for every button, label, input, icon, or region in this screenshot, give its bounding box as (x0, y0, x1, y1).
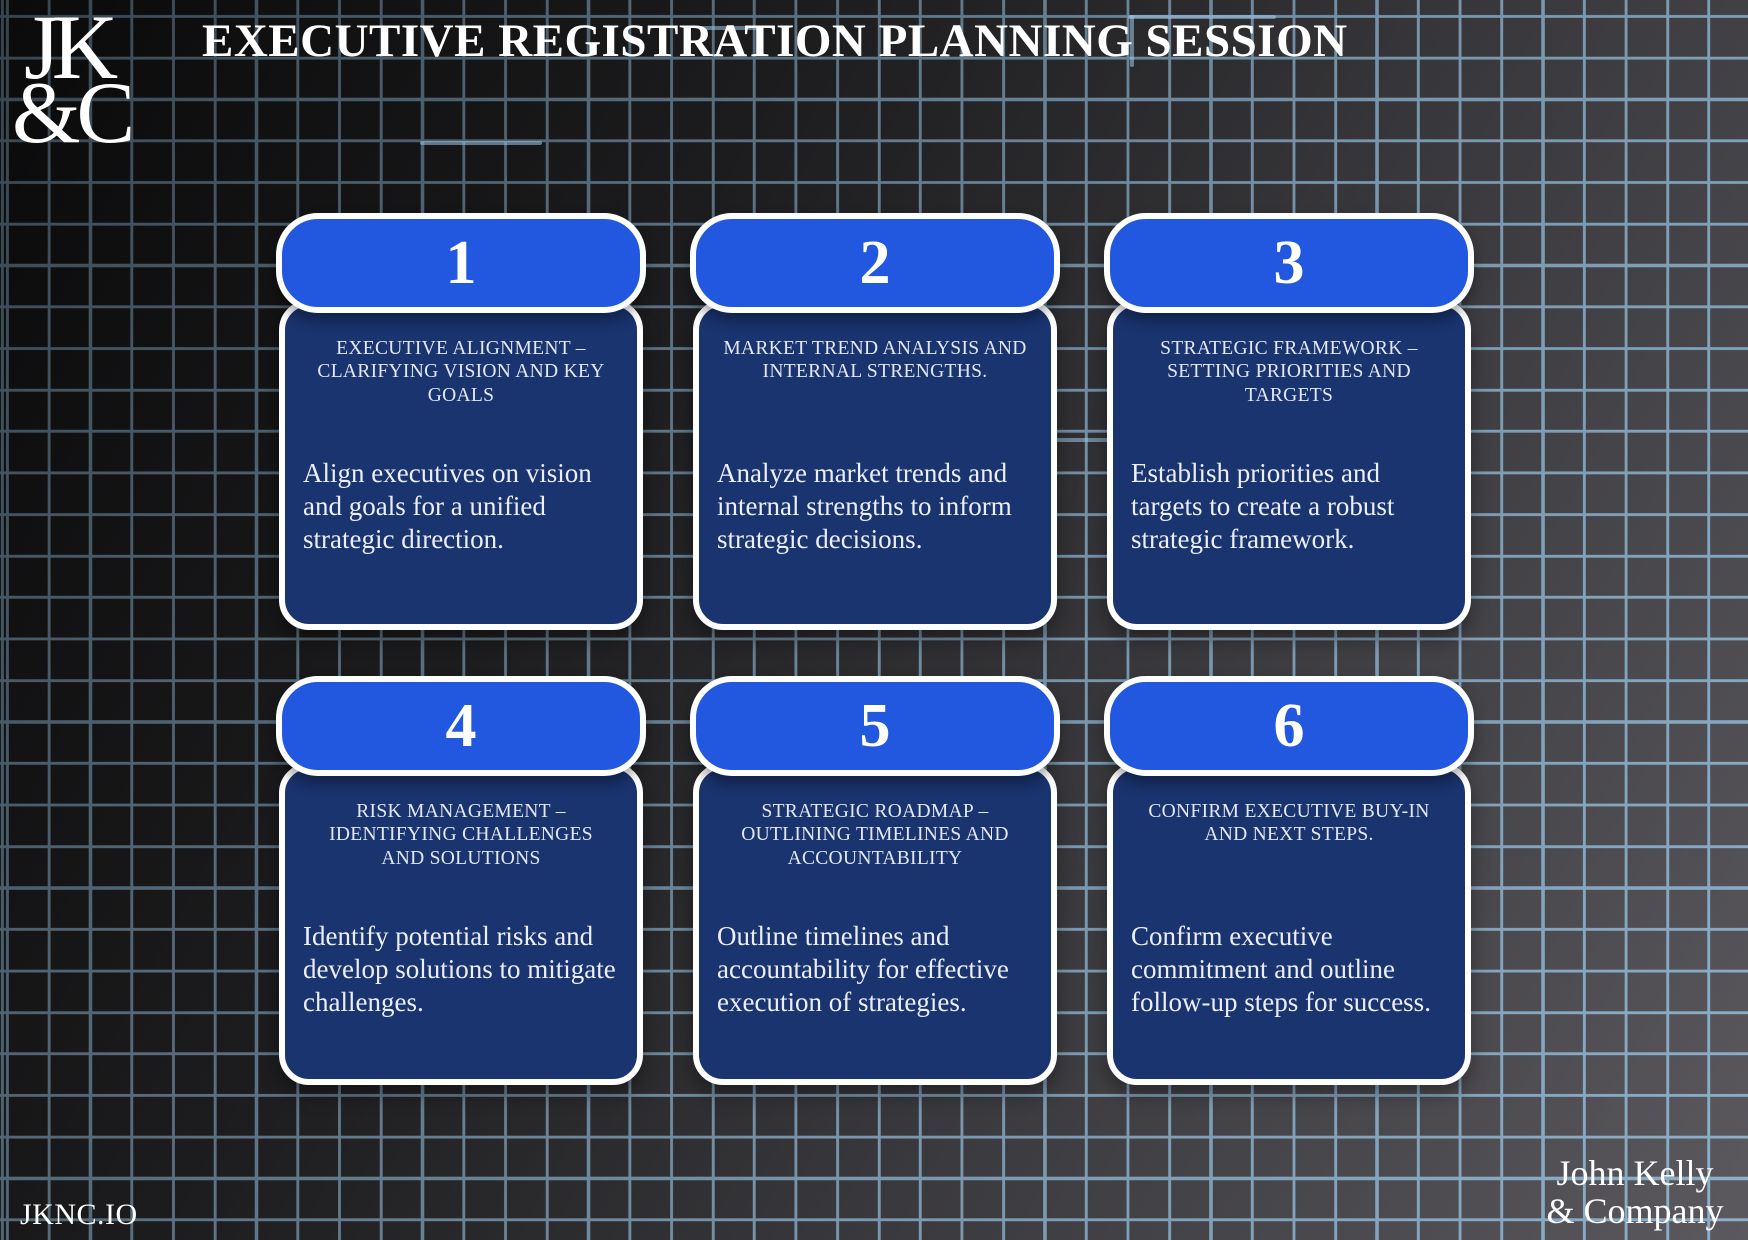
step-4-number: 4 (445, 692, 477, 760)
company-name-line1: John Kelly (1556, 1153, 1714, 1193)
jkc-monogram-logo: JK &C (12, 0, 135, 158)
step-1-number: 1 (445, 229, 477, 297)
step-3-header: 3 (1104, 213, 1474, 313)
grid-highlight (1130, 15, 1134, 67)
step-4-body: RISK MANAGEMENT – IDENTIFYING CHALLENGES… (279, 763, 643, 1085)
step-card-5: 5 STRATEGIC ROADMAP – OUTLINING TIMELINE… (690, 676, 1060, 1085)
step-1-description: Align executives on vision and goals for… (303, 458, 592, 554)
step-5-number: 5 (859, 692, 891, 760)
logo-line-amp-c: &C (12, 65, 135, 163)
page-title: EXECUTIVE REGISTRATION PLANNING SESSION (202, 15, 1348, 67)
step-3-description: Establish priorities and targets to crea… (1131, 458, 1395, 554)
step-6-body: CONFIRM EXECUTIVE BUY-IN AND NEXT STEPS.… (1107, 763, 1471, 1085)
company-name-line2: & Company (1546, 1191, 1724, 1231)
step-card-4: 4 RISK MANAGEMENT – IDENTIFYING CHALLENG… (276, 676, 646, 1085)
step-4-subtitle: RISK MANAGEMENT – IDENTIFYING CHALLENGES… (329, 801, 593, 869)
step-2-body: MARKET TREND ANALYSIS AND INTERNAL STREN… (693, 300, 1057, 630)
step-3-body: STRATEGIC FRAMEWORK – SETTING PRIORITIES… (1107, 300, 1471, 630)
step-5-body: STRATEGIC ROADMAP – OUTLINING TIMELINES … (693, 763, 1057, 1085)
step-6-number: 6 (1273, 692, 1305, 760)
step-1-header: 1 (276, 213, 646, 313)
grid-highlight (420, 141, 542, 145)
company-wordmark: John Kelly & Company (1530, 1154, 1740, 1230)
step-4-header: 4 (276, 676, 646, 776)
step-1-body: EXECUTIVE ALIGNMENT – CLARIFYING VISION … (279, 300, 643, 630)
step-2-number: 2 (859, 229, 891, 297)
step-card-6: 6 CONFIRM EXECUTIVE BUY-IN AND NEXT STEP… (1104, 676, 1474, 1085)
step-card-2: 2 MARKET TREND ANALYSIS AND INTERNAL STR… (690, 213, 1060, 630)
step-6-subtitle: CONFIRM EXECUTIVE BUY-IN AND NEXT STEPS. (1148, 801, 1430, 846)
step-6-header: 6 (1104, 676, 1474, 776)
step-5-header: 5 (690, 676, 1060, 776)
step-1-subtitle: EXECUTIVE ALIGNMENT – CLARIFYING VISION … (317, 338, 605, 406)
step-card-1: 1 EXECUTIVE ALIGNMENT – CLARIFYING VISIO… (276, 213, 646, 630)
grid-highlight (1128, 15, 1276, 19)
step-5-subtitle: STRATEGIC ROADMAP – OUTLINING TIMELINES … (741, 801, 1009, 869)
step-3-number: 3 (1273, 229, 1305, 297)
step-2-header: 2 (690, 213, 1060, 313)
logo-line-jk: JK (24, 0, 118, 98)
site-url-text: JKNC.IO (20, 1198, 138, 1231)
step-5-description: Outline timelines and accountability for… (717, 921, 1009, 1017)
step-2-description: Analyze market trends and internal stren… (717, 458, 1012, 554)
step-2-subtitle: MARKET TREND ANALYSIS AND INTERNAL STREN… (723, 338, 1027, 383)
step-6-description: Confirm executive commitment and outline… (1131, 921, 1431, 1017)
grid-highlight (700, 26, 762, 30)
step-card-3: 3 STRATEGIC FRAMEWORK – SETTING PRIORITI… (1104, 213, 1474, 630)
step-4-description: Identify potential risks and develop sol… (303, 921, 616, 1017)
step-3-subtitle: STRATEGIC FRAMEWORK – SETTING PRIORITIES… (1160, 338, 1418, 406)
